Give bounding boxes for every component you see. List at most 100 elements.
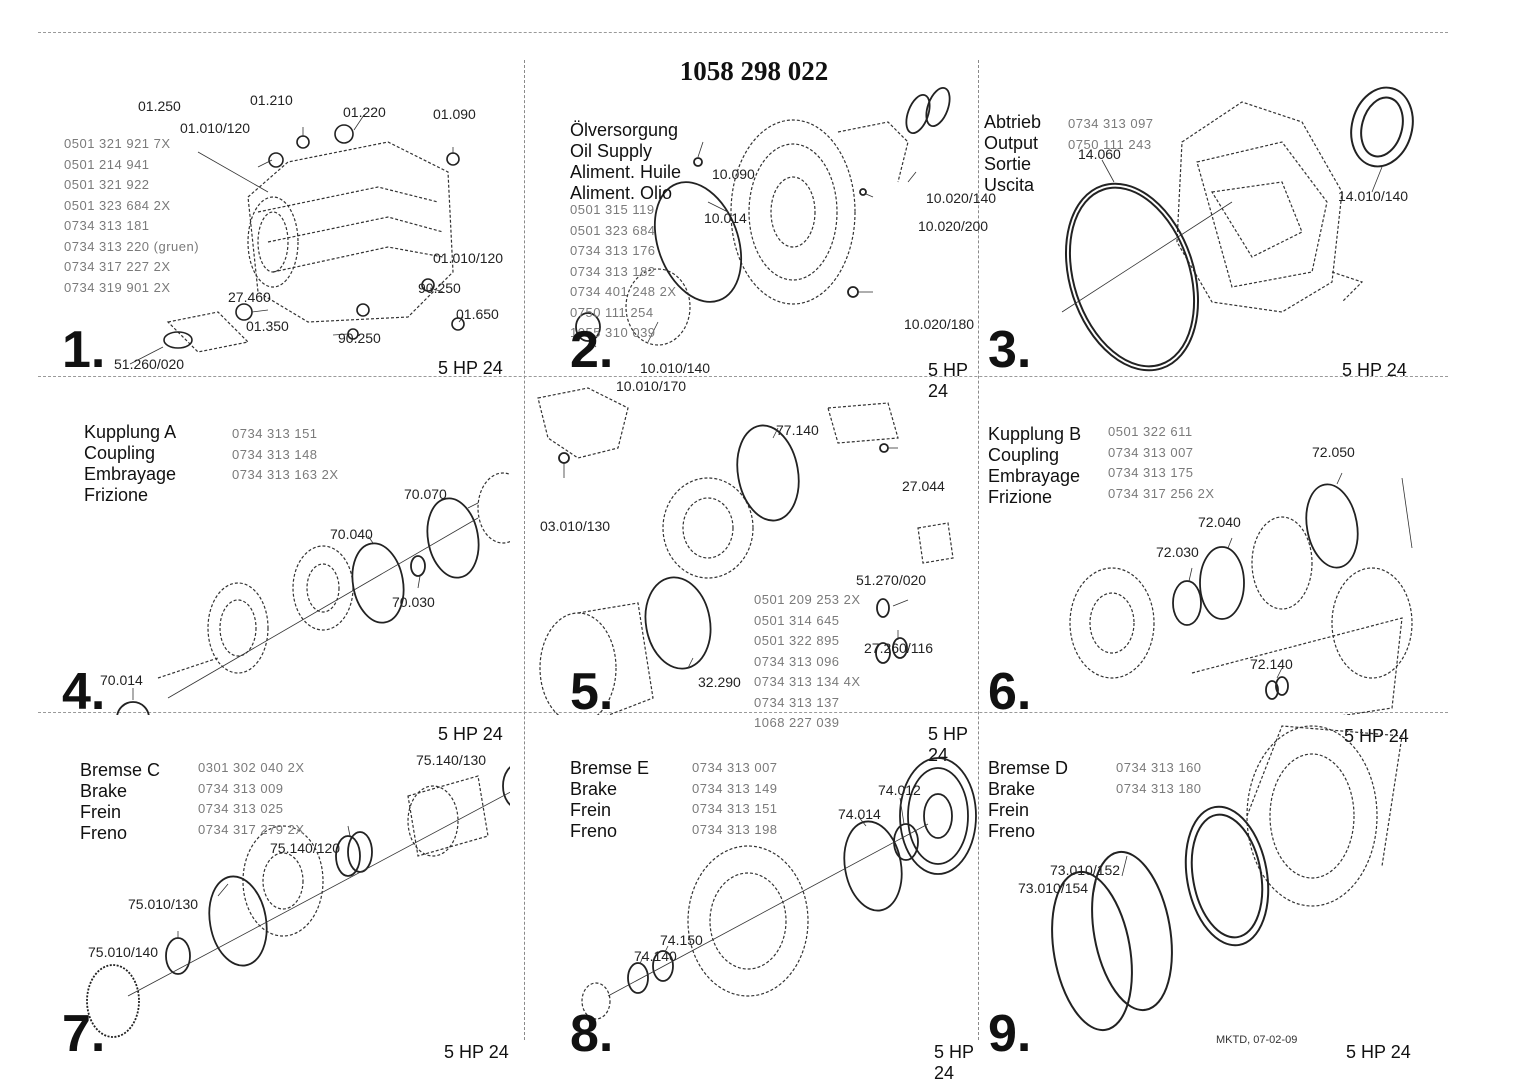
- part-code: 0734 401 248 2X: [570, 284, 677, 299]
- section-header: Kupplung A Coupling Embrayage Frizione: [84, 422, 176, 506]
- brake-d-drawing: [1051, 725, 1403, 1032]
- callout-label: 51.260/020: [114, 356, 185, 372]
- callout-label: 10.010/140: [640, 360, 711, 376]
- part-code: 0734 317 256 2X: [1108, 485, 1215, 501]
- part-code: 0750 111 243: [1068, 136, 1152, 152]
- code-list: 0501 322 611 0734 313 007 0734 313 175 0…: [1108, 422, 1215, 504]
- callout-label: 10.090: [712, 166, 755, 182]
- header-line: Oil Supply: [570, 141, 653, 161]
- callout-label: 70.014: [100, 672, 143, 688]
- panel-number: 9.: [988, 1005, 1032, 1063]
- part-code: 0734 313 176: [570, 243, 656, 258]
- part-code: 0734 313 007: [1108, 444, 1194, 460]
- callout-label: 75.010/130: [128, 896, 199, 912]
- callout-label: 10.010/170: [616, 378, 687, 394]
- header-line: Bremse D: [988, 758, 1069, 778]
- panel-number: 4.: [62, 663, 106, 721]
- callout-label: 01.210: [250, 92, 293, 108]
- part-code: 0734 313 182: [570, 263, 656, 279]
- header-line: Aliment. Olio: [570, 183, 673, 203]
- header-line: Kupplung A: [84, 422, 177, 442]
- code-list: 0734 313 160 0734 313 180: [1116, 758, 1202, 799]
- code-list: 0501 321 921 7X 0501 214 941 0501 321 92…: [64, 134, 199, 298]
- section-header: Bremse D Brake Frein Freno: [988, 758, 1068, 842]
- callout-label: 10.014: [704, 210, 747, 226]
- callout-label: 01.350: [246, 318, 289, 334]
- part-code: 0734 313 137: [754, 694, 840, 710]
- part-code: 0750 111 254: [570, 304, 654, 320]
- code-list: 0734 313 097 0750 111 243: [1068, 114, 1154, 155]
- page-title: 1058 298 022: [679, 56, 829, 86]
- panel-number: 3.: [988, 321, 1032, 379]
- header-line: Ölversorgung: [570, 120, 679, 140]
- header-line: Freno: [80, 823, 128, 843]
- callout-label: 75.140/120: [270, 840, 341, 856]
- header-line: Coupling: [988, 445, 1060, 465]
- callout-label: 73.010/152: [1050, 862, 1121, 878]
- panel-7: Bremse C Brake Frein Freno 0301 302 040 …: [58, 716, 510, 1062]
- code-list: 0301 302 040 2X 0734 313 009 0734 313 02…: [198, 758, 305, 840]
- grid-line: [978, 60, 979, 1040]
- part-code: 0734 317 279 2X: [198, 821, 305, 837]
- panel-number: 6.: [988, 663, 1032, 721]
- header-line: Brake: [570, 779, 618, 799]
- section-header: Ölversorgung Oil Supply Aliment. Huile A…: [570, 120, 681, 204]
- callout-label: 01.090: [433, 106, 476, 122]
- callout-label: 75.010/140: [88, 944, 159, 960]
- grid-line: [38, 712, 1448, 713]
- part-code: 0501 321 921 7X: [64, 136, 171, 151]
- part-code: 0501 323 684: [570, 222, 656, 238]
- model-label: 5 HP 24: [444, 1042, 509, 1062]
- section-header: Bremse C Brake Frein Freno: [80, 760, 160, 844]
- panel-number: 8.: [570, 1005, 614, 1063]
- header-line: Sortie: [984, 154, 1032, 174]
- header-line: Freno: [988, 821, 1036, 841]
- part-code: 0734 313 175: [1108, 465, 1194, 480]
- panel-9: Bremse D Brake Frein Freno 0734 313 160 …: [982, 716, 1434, 1062]
- part-code: 0734 313 009: [198, 780, 284, 796]
- part-code: 0501 209 253 2X: [754, 592, 861, 607]
- callout-label: 51.270/020: [856, 572, 927, 588]
- code-list: 0734 313 151 0734 313 148 0734 313 163 2…: [232, 424, 339, 486]
- callout-label: 74.150: [660, 932, 703, 948]
- output-housing-drawing: [1061, 86, 1414, 372]
- callout-label: 70.040: [330, 526, 373, 542]
- part-code: 0301 302 040 2X: [198, 760, 305, 775]
- part-code: 0501 322 611: [1108, 424, 1193, 439]
- callout-label: 01.010/120: [433, 250, 504, 266]
- panel-8: Bremse E Brake Frein Freno 0734 313 007 …: [528, 716, 980, 1083]
- callout-label: 75.140/130: [416, 752, 487, 768]
- model-label: 5 HP 24: [1344, 726, 1409, 746]
- part-code: 0734 313 151: [232, 426, 318, 441]
- model-label: 5 HP 24: [934, 1042, 974, 1083]
- callout-label: 72.140: [1250, 656, 1293, 672]
- panel-number: 1.: [62, 321, 106, 379]
- callout-label: 27.460: [228, 289, 271, 305]
- callout-label: 90.250: [338, 330, 381, 346]
- callout-label: 03.010/130: [540, 518, 611, 534]
- header-line: Bremse E: [570, 758, 650, 778]
- panel-5: 0501 209 253 2X 0501 314 645 0501 322 89…: [528, 378, 980, 765]
- callout-label: 01.010/120: [180, 120, 251, 136]
- callout-label: 32.290: [698, 674, 741, 690]
- code-list: 0501 209 253 2X 0501 314 645 0501 322 89…: [754, 590, 861, 734]
- part-code: 0734 313 134 4X: [754, 674, 861, 689]
- part-code: 0734 313 163 2X: [232, 467, 339, 482]
- header-line: Abtrieb: [984, 112, 1042, 132]
- code-list: 0501 315 119 0501 323 684 0734 313 176 0…: [570, 200, 677, 344]
- header-line: Frein: [570, 800, 612, 820]
- panel-4: Kupplung A Coupling Embrayage Frizione 0…: [58, 378, 510, 744]
- part-code: 0734 313 220 (gruen): [64, 238, 200, 254]
- section-header: Bremse E Brake Frein Freno: [570, 758, 649, 842]
- part-code: 0501 322 895: [754, 633, 840, 648]
- model-label: 5 HP 24: [438, 358, 503, 378]
- panel-6: Kupplung B Coupling Embrayage Frizione 0…: [982, 378, 1434, 746]
- header-line: Coupling: [84, 443, 156, 463]
- callout-label: 01.220: [343, 104, 386, 120]
- part-code: 0501 323 684 2X: [64, 197, 171, 213]
- part-code: 0501 321 922: [64, 177, 150, 192]
- header-line: Freno: [570, 821, 618, 841]
- callout-label: 73.010/154: [1018, 880, 1089, 896]
- callout-label: 90.250: [418, 280, 461, 296]
- part-code: 0734 313 160: [1116, 760, 1202, 775]
